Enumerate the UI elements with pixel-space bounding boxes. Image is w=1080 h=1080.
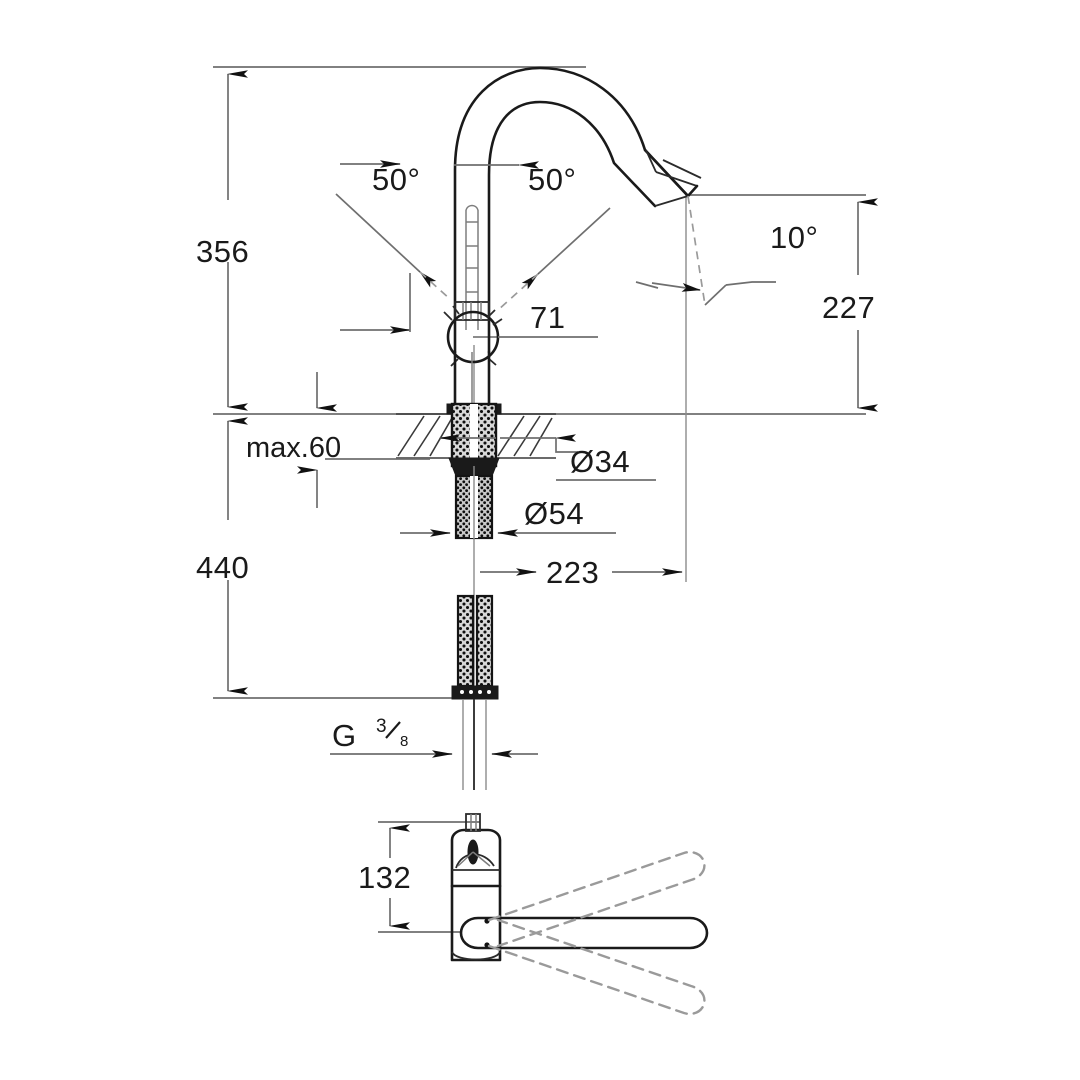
top-view: 132 (358, 813, 709, 1016)
dimension-d34-label: Ø34 (570, 444, 630, 479)
front-elevation-view: 356 440 max.60 227 71 (196, 66, 878, 790)
top-view-lever (459, 916, 709, 950)
dimension-max60: max.60 (246, 372, 430, 508)
dimension-d34: Ø34 (439, 434, 656, 481)
top-view-body (450, 813, 502, 962)
angle-50-right: 50° (340, 160, 611, 311)
dimension-132: 132 (358, 824, 411, 930)
angle-50-left-label: 50° (372, 162, 420, 197)
thread-numerator: 3 (376, 716, 387, 737)
dimension-132-label: 132 (358, 860, 411, 895)
dimension-227-label: 227 (822, 290, 875, 325)
dimension-d54-label: Ø54 (524, 496, 584, 531)
dimension-71-label: 71 (530, 300, 565, 335)
spout-arc (453, 66, 702, 354)
dimension-223-label: 223 (546, 555, 599, 590)
angle-10: 10° (635, 195, 818, 306)
dimension-71: 71 (498, 300, 598, 338)
dimension-440-label: 440 (196, 550, 249, 585)
supply-hoses (451, 594, 499, 790)
angle-50-right-label: 50° (528, 162, 576, 197)
dimension-227: 227 (822, 198, 878, 412)
dimension-440: 440 (196, 417, 249, 695)
thread-denominator: 8 (400, 733, 408, 750)
dimension-223: 223 (480, 555, 683, 590)
tap-body-column (453, 350, 491, 406)
angle-50-left: 50° (335, 162, 452, 334)
dimension-356: 356 (196, 70, 249, 411)
threaded-shank (448, 402, 500, 540)
dimension-356-label: 356 (196, 234, 249, 269)
angle-10-label: 10° (770, 220, 818, 255)
thread-label-g: G (332, 718, 357, 753)
dimension-d54: Ø54 (400, 496, 616, 537)
dimension-thread-g38: G 3 8 (330, 716, 538, 758)
dimension-max60-label: max.60 (246, 432, 341, 464)
